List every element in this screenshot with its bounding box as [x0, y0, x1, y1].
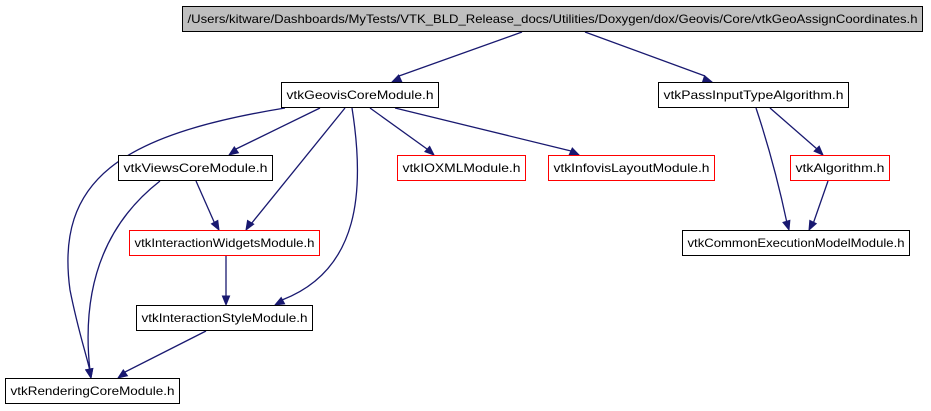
edge-geoviscore-to-interactionstyle	[273, 107, 359, 306]
nodes-layer: /Users/kitware/Dashboards/MyTests/VTK_BL…	[5, 6, 923, 404]
node-label: vtkInfovisLayoutModule.h	[554, 161, 710, 175]
arrowhead	[782, 219, 791, 232]
node-box[interactable]	[129, 230, 320, 256]
node-box[interactable]	[790, 155, 890, 181]
edge-algorithm-to-commonexec	[808, 180, 829, 232]
node-label: vtkIOXMLModule.h	[403, 161, 521, 175]
node-viewscore[interactable]: vtkViewsCoreModule.h	[118, 155, 273, 181]
edge-line	[87, 180, 161, 372]
arrowhead	[221, 295, 231, 307]
edge-line	[584, 31, 706, 77]
arrowhead	[808, 219, 818, 232]
edge-line	[369, 107, 428, 150]
edge-geoviscore-to-ioxml	[369, 107, 436, 156]
edge-line	[195, 180, 216, 225]
edge-line	[250, 107, 346, 225]
edge-viewscore-to-renderingcore	[84, 180, 161, 380]
node-box[interactable]	[182, 6, 923, 32]
node-algorithm[interactable]: vtkAlgorithm.h	[790, 155, 890, 181]
edge-viewscore-to-interactionwidgets	[195, 180, 220, 232]
node-interactionstyle[interactable]: vtkInteractionStyleModule.h	[136, 305, 313, 331]
node-label: /Users/kitware/Dashboards/MyTests/VTK_BL…	[188, 12, 918, 26]
arrowhead	[568, 147, 581, 156]
node-geoviscore[interactable]: vtkGeovisCoreModule.h	[281, 82, 439, 108]
edge-line	[769, 107, 818, 150]
edge-passinput-to-algorithm	[769, 107, 824, 156]
node-label: vtkInteractionWidgetsModule.h	[135, 236, 315, 250]
edges-layer	[67, 31, 829, 380]
node-label: vtkGeovisCoreModule.h	[287, 88, 434, 102]
node-label: vtkCommonExecutionModelModule.h	[688, 236, 905, 250]
edge-line	[124, 330, 207, 373]
arrowhead	[390, 74, 403, 83]
arrowhead	[84, 367, 94, 380]
node-box[interactable]	[5, 378, 180, 404]
arrowhead	[701, 74, 714, 84]
edge-line	[67, 107, 286, 372]
node-box[interactable]	[136, 305, 313, 331]
edge-geoviscore-to-viewscore	[227, 107, 321, 156]
node-box[interactable]	[548, 155, 715, 181]
arrowhead	[245, 219, 255, 232]
node-label: vtkRenderingCoreModule.h	[11, 384, 175, 398]
node-box[interactable]	[118, 155, 273, 181]
arrowhead	[273, 296, 286, 306]
edge-line	[812, 180, 829, 225]
node-label: vtkInteractionStyleModule.h	[142, 311, 308, 325]
node-interactionwidgets[interactable]: vtkInteractionWidgetsModule.h	[129, 230, 320, 256]
node-ioxml[interactable]: vtkIOXMLModule.h	[397, 155, 526, 181]
node-label: vtkAlgorithm.h	[796, 161, 885, 175]
node-box[interactable]	[281, 82, 439, 108]
arrowhead	[227, 145, 240, 156]
node-box[interactable]	[682, 230, 910, 256]
edge-line	[398, 31, 523, 77]
edge-root-to-geoviscore	[390, 31, 523, 83]
node-label: vtkPassInputTypeAlgorithm.h	[664, 88, 844, 102]
node-commonexec[interactable]: vtkCommonExecutionModelModule.h	[682, 230, 910, 256]
arrowhead	[813, 145, 824, 156]
node-renderingcore[interactable]: vtkRenderingCoreModule.h	[5, 378, 180, 404]
node-label: vtkViewsCoreModule.h	[124, 161, 268, 175]
edge-line	[235, 107, 321, 150]
node-box[interactable]	[397, 155, 526, 181]
edge-geoviscore-to-infovislayout	[394, 107, 581, 156]
edge-interactionstyle-to-renderingcore	[116, 330, 207, 379]
node-infovislayout[interactable]: vtkInfovisLayoutModule.h	[548, 155, 715, 181]
edge-line	[394, 107, 572, 152]
arrowhead	[116, 368, 129, 379]
node-root[interactable]: /Users/kitware/Dashboards/MyTests/VTK_BL…	[182, 6, 923, 32]
edge-line	[281, 107, 359, 301]
arrowhead	[424, 145, 436, 156]
node-box[interactable]	[658, 82, 849, 108]
arrowhead	[210, 219, 220, 232]
edge-root-to-passinput	[584, 31, 714, 84]
edge-passinput-to-commonexec	[755, 107, 791, 232]
edge-line	[755, 107, 788, 224]
edge-geoviscore-to-interactionwidgets	[245, 107, 346, 232]
node-passinput[interactable]: vtkPassInputTypeAlgorithm.h	[658, 82, 849, 108]
edge-interactionwidgets-to-interactionstyle	[221, 256, 231, 307]
